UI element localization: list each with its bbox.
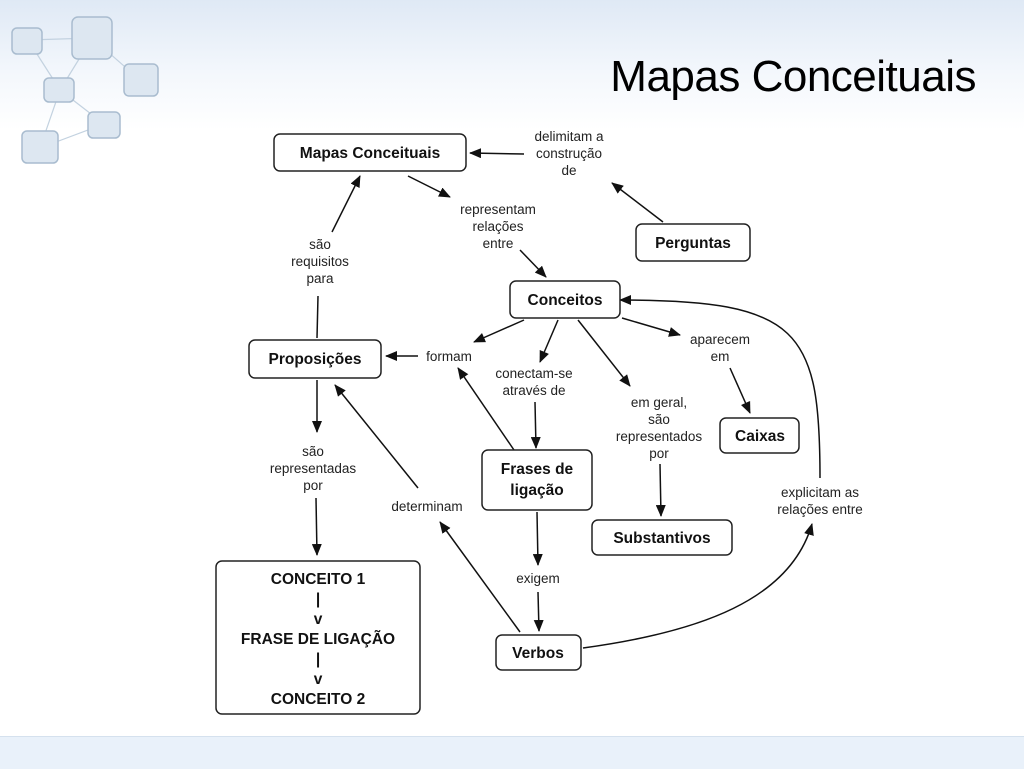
arrow-conceitos-to-conectam xyxy=(539,319,559,363)
template-line: | xyxy=(316,651,320,668)
arrow-conceitos-to-aparecem xyxy=(621,317,681,337)
svg-text:por: por xyxy=(649,446,669,461)
concept-mapas-conceituais: Mapas Conceituais xyxy=(273,133,467,172)
concept-label: Verbos xyxy=(512,645,564,662)
arrow-verbos-to-explicitam xyxy=(582,523,814,649)
arrow-verbos-to-determinam xyxy=(439,521,521,633)
svg-text:em: em xyxy=(711,349,730,364)
svg-text:requisitos: requisitos xyxy=(291,254,349,269)
svg-text:explicitam as: explicitam as xyxy=(781,485,859,500)
template-line: CONCEITO 2 xyxy=(271,691,365,708)
footer-band xyxy=(0,736,1024,769)
concept-conceitos: Conceitos xyxy=(509,280,621,319)
arrow-delimitam-to-mapas xyxy=(469,148,525,159)
arrow-perguntas-to-delimitam xyxy=(611,182,664,223)
concept-label: Conceitos xyxy=(528,292,603,309)
concept-frases-de-ligacao: Frases de ligação xyxy=(481,449,593,511)
svg-text:através de: através de xyxy=(502,383,565,398)
concept-template-box: CONCEITO 1 | v FRASE DE LIGAÇÃO | v CONC… xyxy=(215,560,421,715)
link-sao-representadas: são representadas por xyxy=(270,444,357,493)
arrow-conceitos-to-formam xyxy=(473,319,525,343)
svg-text:relações entre: relações entre xyxy=(777,502,863,517)
arrow-representam-to-conceitos xyxy=(519,249,547,278)
template-line: v xyxy=(314,611,323,628)
header-background xyxy=(0,0,1024,130)
link-formam: formam xyxy=(426,349,472,364)
svg-text:delimitam a: delimitam a xyxy=(534,129,604,144)
link-conectam: conectam-se através de xyxy=(495,366,572,398)
link-exigem: exigem xyxy=(516,571,560,586)
arrow-exigem-to-verbos xyxy=(533,591,544,632)
svg-text:determinam: determinam xyxy=(391,499,462,514)
concept-label: Substantivos xyxy=(613,530,710,547)
template-line: CONCEITO 1 xyxy=(271,571,366,588)
link-representam: representam relações entre xyxy=(460,202,536,251)
arrow-emgeral-to-substantivos xyxy=(655,463,666,517)
template-line: | xyxy=(316,591,320,608)
link-explicitam: explicitam as relações entre xyxy=(777,485,863,517)
concept-label: Proposições xyxy=(268,351,361,368)
svg-text:representadas: representadas xyxy=(270,461,357,476)
svg-text:formam: formam xyxy=(426,349,472,364)
link-determinam: determinam xyxy=(391,499,462,514)
arrow-frases-to-exigem xyxy=(532,511,543,566)
link-delimitam: delimitam a construção de xyxy=(534,129,604,178)
concept-substantivos: Substantivos xyxy=(591,519,733,556)
concept-caixas: Caixas xyxy=(719,417,800,454)
connectors xyxy=(311,148,821,649)
arrow-conectam-to-frases xyxy=(530,401,541,449)
svg-text:entre: entre xyxy=(483,236,514,251)
svg-text:exigem: exigem xyxy=(516,571,560,586)
svg-text:representados: representados xyxy=(616,429,703,444)
slide-title: Mapas Conceituais xyxy=(610,52,976,101)
concept-proposicoes: Proposições xyxy=(248,339,382,379)
concept-label: Mapas Conceituais xyxy=(300,145,440,162)
arrow-explicitam-to-conceitos xyxy=(619,295,821,479)
concept-label: Perguntas xyxy=(655,235,731,252)
concept-verbos: Verbos xyxy=(495,634,582,671)
svg-text:para: para xyxy=(306,271,334,286)
arrow-determinam-to-proposicoes xyxy=(334,384,419,489)
svg-text:construção: construção xyxy=(536,146,602,161)
arrow-frases-to-formam xyxy=(457,367,515,451)
arrow-mapas-to-representam xyxy=(407,175,451,198)
svg-text:relações: relações xyxy=(472,219,523,234)
svg-text:representam: representam xyxy=(460,202,536,217)
template-line: v xyxy=(314,671,323,688)
svg-text:são: são xyxy=(648,412,670,427)
network-decoration-icon xyxy=(11,16,159,164)
arrow-proposicoes-to-requisitos xyxy=(316,295,319,339)
template-line: FRASE DE LIGAÇÃO xyxy=(241,630,395,648)
svg-text:por: por xyxy=(303,478,323,493)
svg-text:são: são xyxy=(309,237,331,252)
svg-text:em geral,: em geral, xyxy=(631,395,687,410)
concept-label: Caixas xyxy=(735,428,785,445)
arrow-aparecem-to-caixas xyxy=(729,367,751,414)
svg-text:conectam-se: conectam-se xyxy=(495,366,572,381)
svg-text:aparecem: aparecem xyxy=(690,332,750,347)
svg-text:de: de xyxy=(561,163,576,178)
concept-label: ligação xyxy=(510,482,563,499)
concept-label: Frases de xyxy=(501,461,574,478)
link-aparecem: aparecem em xyxy=(690,332,750,364)
link-sao-requisitos: são requisitos para xyxy=(291,237,349,286)
arrow-requisitos-to-mapas xyxy=(331,175,361,233)
concept-perguntas: Perguntas xyxy=(635,223,751,262)
arrow-conceitos-to-emgeral xyxy=(577,319,631,387)
svg-text:são: são xyxy=(302,444,324,459)
arrow-representadas-to-template xyxy=(311,497,322,556)
link-em-geral: em geral, são representados por xyxy=(616,395,703,461)
